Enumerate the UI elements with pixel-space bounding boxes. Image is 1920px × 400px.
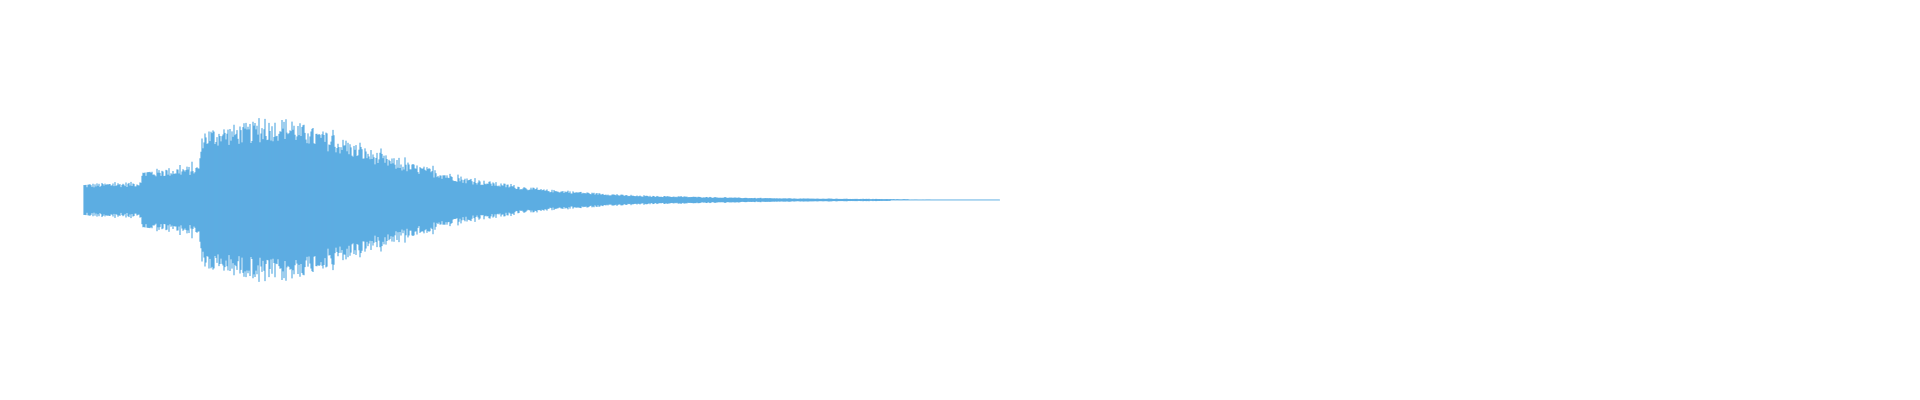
waveform-bars — [83, 118, 1000, 282]
